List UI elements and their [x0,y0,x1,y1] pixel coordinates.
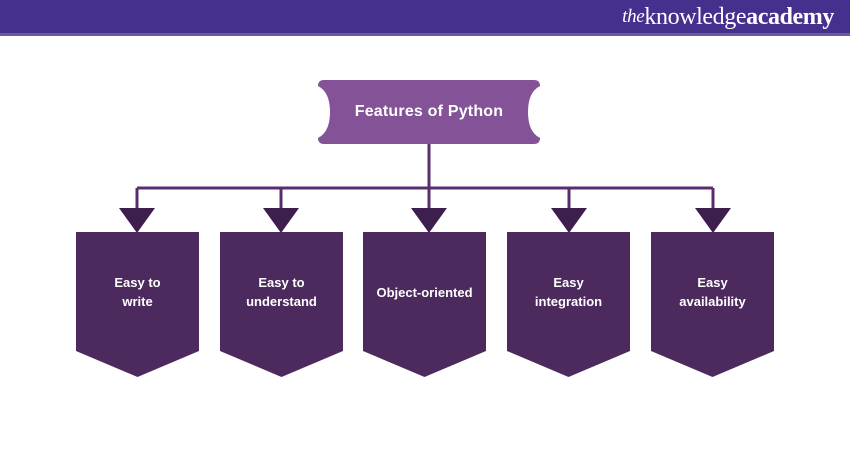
connector-arrowhead-4 [551,208,587,233]
node-object-oriented[interactable]: Object-oriented [363,232,486,377]
node-title-label: Features of Python [354,103,504,120]
node-label: Easy to understand [220,232,343,352]
header-band [0,0,850,33]
node-label-line: write [122,294,153,309]
node-label: Easy integration [507,232,630,352]
node-banner-shape [76,232,199,377]
node-easy-to-write[interactable]: Easy to write [76,232,199,377]
node-label-line: Object-oriented [376,284,473,300]
node-banner-shape [651,232,774,377]
node-label-line: Easy to [258,275,305,290]
node-easy-integration[interactable]: Easy integration [507,232,630,377]
brand-word-knowledge: knowledge [644,3,747,30]
node-features-of-python[interactable]: Features of Python [318,80,540,144]
connector-arrowhead-1 [119,208,155,233]
node-label-line: integration [534,294,603,309]
node-label-line: Easy [697,275,728,290]
brand-word-academy: academy [746,3,834,30]
node-label-line: Easy [553,275,584,290]
node-label-line: availability [679,294,746,309]
node-label-line: Easy to [114,275,161,290]
brand-word-the: the [622,6,645,27]
node-title-shape [318,80,540,144]
node-label-line: understand [246,294,317,309]
node-easy-availability[interactable]: Easy availability [651,232,774,377]
node-banner-shape [507,232,630,377]
header-divider [0,33,850,36]
node-banner-shape [363,232,486,377]
node-banner-shape [220,232,343,377]
connector-arrowhead-2 [263,208,299,233]
connector-arrowhead-3 [411,208,447,233]
connector-arrowhead-5 [695,208,731,233]
node-label: Easy to write [76,232,199,352]
node-easy-to-understand[interactable]: Easy to understand [220,232,343,377]
node-label: Object-oriented [363,232,486,352]
node-label: Easy availability [651,232,774,352]
